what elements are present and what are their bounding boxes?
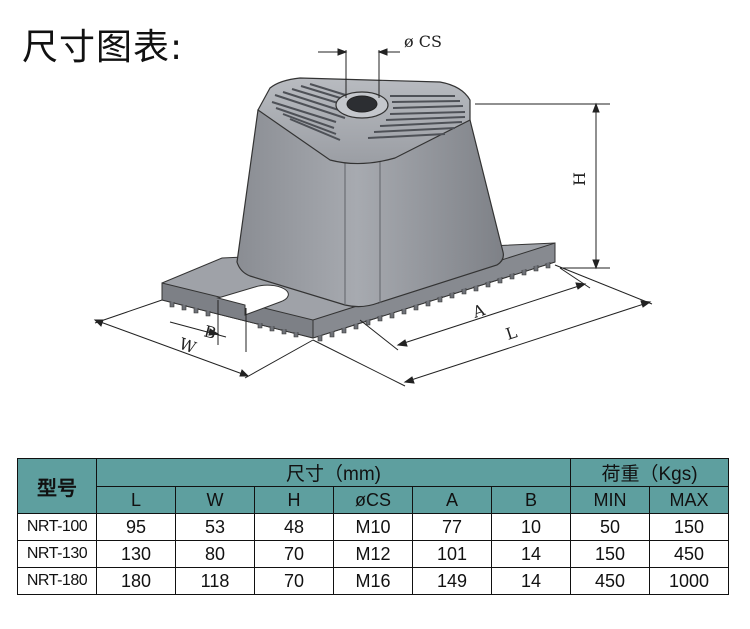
- table-cell: 14: [491, 540, 571, 568]
- top-ribs: [271, 83, 466, 141]
- col-header: A: [412, 486, 492, 514]
- col-header: W: [175, 486, 255, 514]
- table-row: NRT-100 95 53 48 M10 77 10 50 150: [17, 513, 729, 541]
- b-label: B: [202, 322, 218, 343]
- table-cell: 118: [175, 567, 255, 595]
- a-label: A: [469, 300, 487, 322]
- damper-dimension-drawing: ø CS H A L B W: [93, 32, 653, 387]
- col-header: L: [96, 486, 176, 514]
- model-cell: NRT-180: [17, 567, 97, 595]
- table-cell: 101: [412, 540, 492, 568]
- cs-label: ø CS: [404, 32, 442, 51]
- base-teeth: [169, 262, 551, 342]
- table-row: NRT-130 130 80 70 M12 101 14 150 450: [17, 540, 729, 568]
- table-cell: 149: [412, 567, 492, 595]
- table-subheader-row: L W H øCS A B MIN MAX: [18, 486, 729, 514]
- table-cell: 150: [649, 513, 729, 541]
- dimension-lines: [93, 48, 653, 387]
- table-cell: 180: [96, 567, 176, 595]
- h-label: H: [570, 172, 589, 186]
- table-cell: M16: [333, 567, 413, 595]
- page-title: 尺寸图表:: [22, 27, 184, 68]
- table-cell: 70: [254, 540, 334, 568]
- table-cell: 1000: [649, 567, 729, 595]
- table-cell: M12: [333, 540, 413, 568]
- table-cell: 53: [175, 513, 255, 541]
- col-header: MIN: [570, 486, 650, 514]
- col-header: MAX: [649, 486, 729, 514]
- table-cell: 450: [570, 567, 650, 595]
- load-header: 荷重（Kgs): [570, 458, 729, 487]
- col-header: øCS: [333, 486, 413, 514]
- damper-body: [236, 77, 504, 308]
- dimension-header: 尺寸（mm): [96, 458, 571, 487]
- col-header: B: [491, 486, 571, 514]
- bolt-hole: [335, 91, 389, 119]
- model-header: 型号: [17, 458, 97, 514]
- table-row: NRT-180 180 118 70 M16 149 14 450 1000: [17, 567, 729, 595]
- table-header-row: 型号 尺寸（mm) 荷重（Kgs): [17, 458, 729, 514]
- table-cell: M10: [333, 513, 413, 541]
- table-cell: 450: [649, 540, 729, 568]
- table-cell: 80: [175, 540, 255, 568]
- table-cell: 50: [570, 513, 650, 541]
- table-cell: 10: [491, 513, 571, 541]
- model-cell: NRT-130: [17, 540, 97, 568]
- table-cell: 130: [96, 540, 176, 568]
- spec-table: 型号 尺寸（mm) 荷重（Kgs) L W H øCS A B MIN MAX …: [17, 458, 729, 595]
- table-cell: 14: [491, 567, 571, 595]
- col-header: H: [254, 486, 334, 514]
- w-label: W: [177, 334, 199, 358]
- table-cell: 77: [412, 513, 492, 541]
- table-cell: 70: [254, 567, 334, 595]
- table-cell: 95: [96, 513, 176, 541]
- l-label: L: [503, 322, 519, 343]
- table-cell: 48: [254, 513, 334, 541]
- model-cell: NRT-100: [17, 513, 97, 541]
- table-cell: 150: [570, 540, 650, 568]
